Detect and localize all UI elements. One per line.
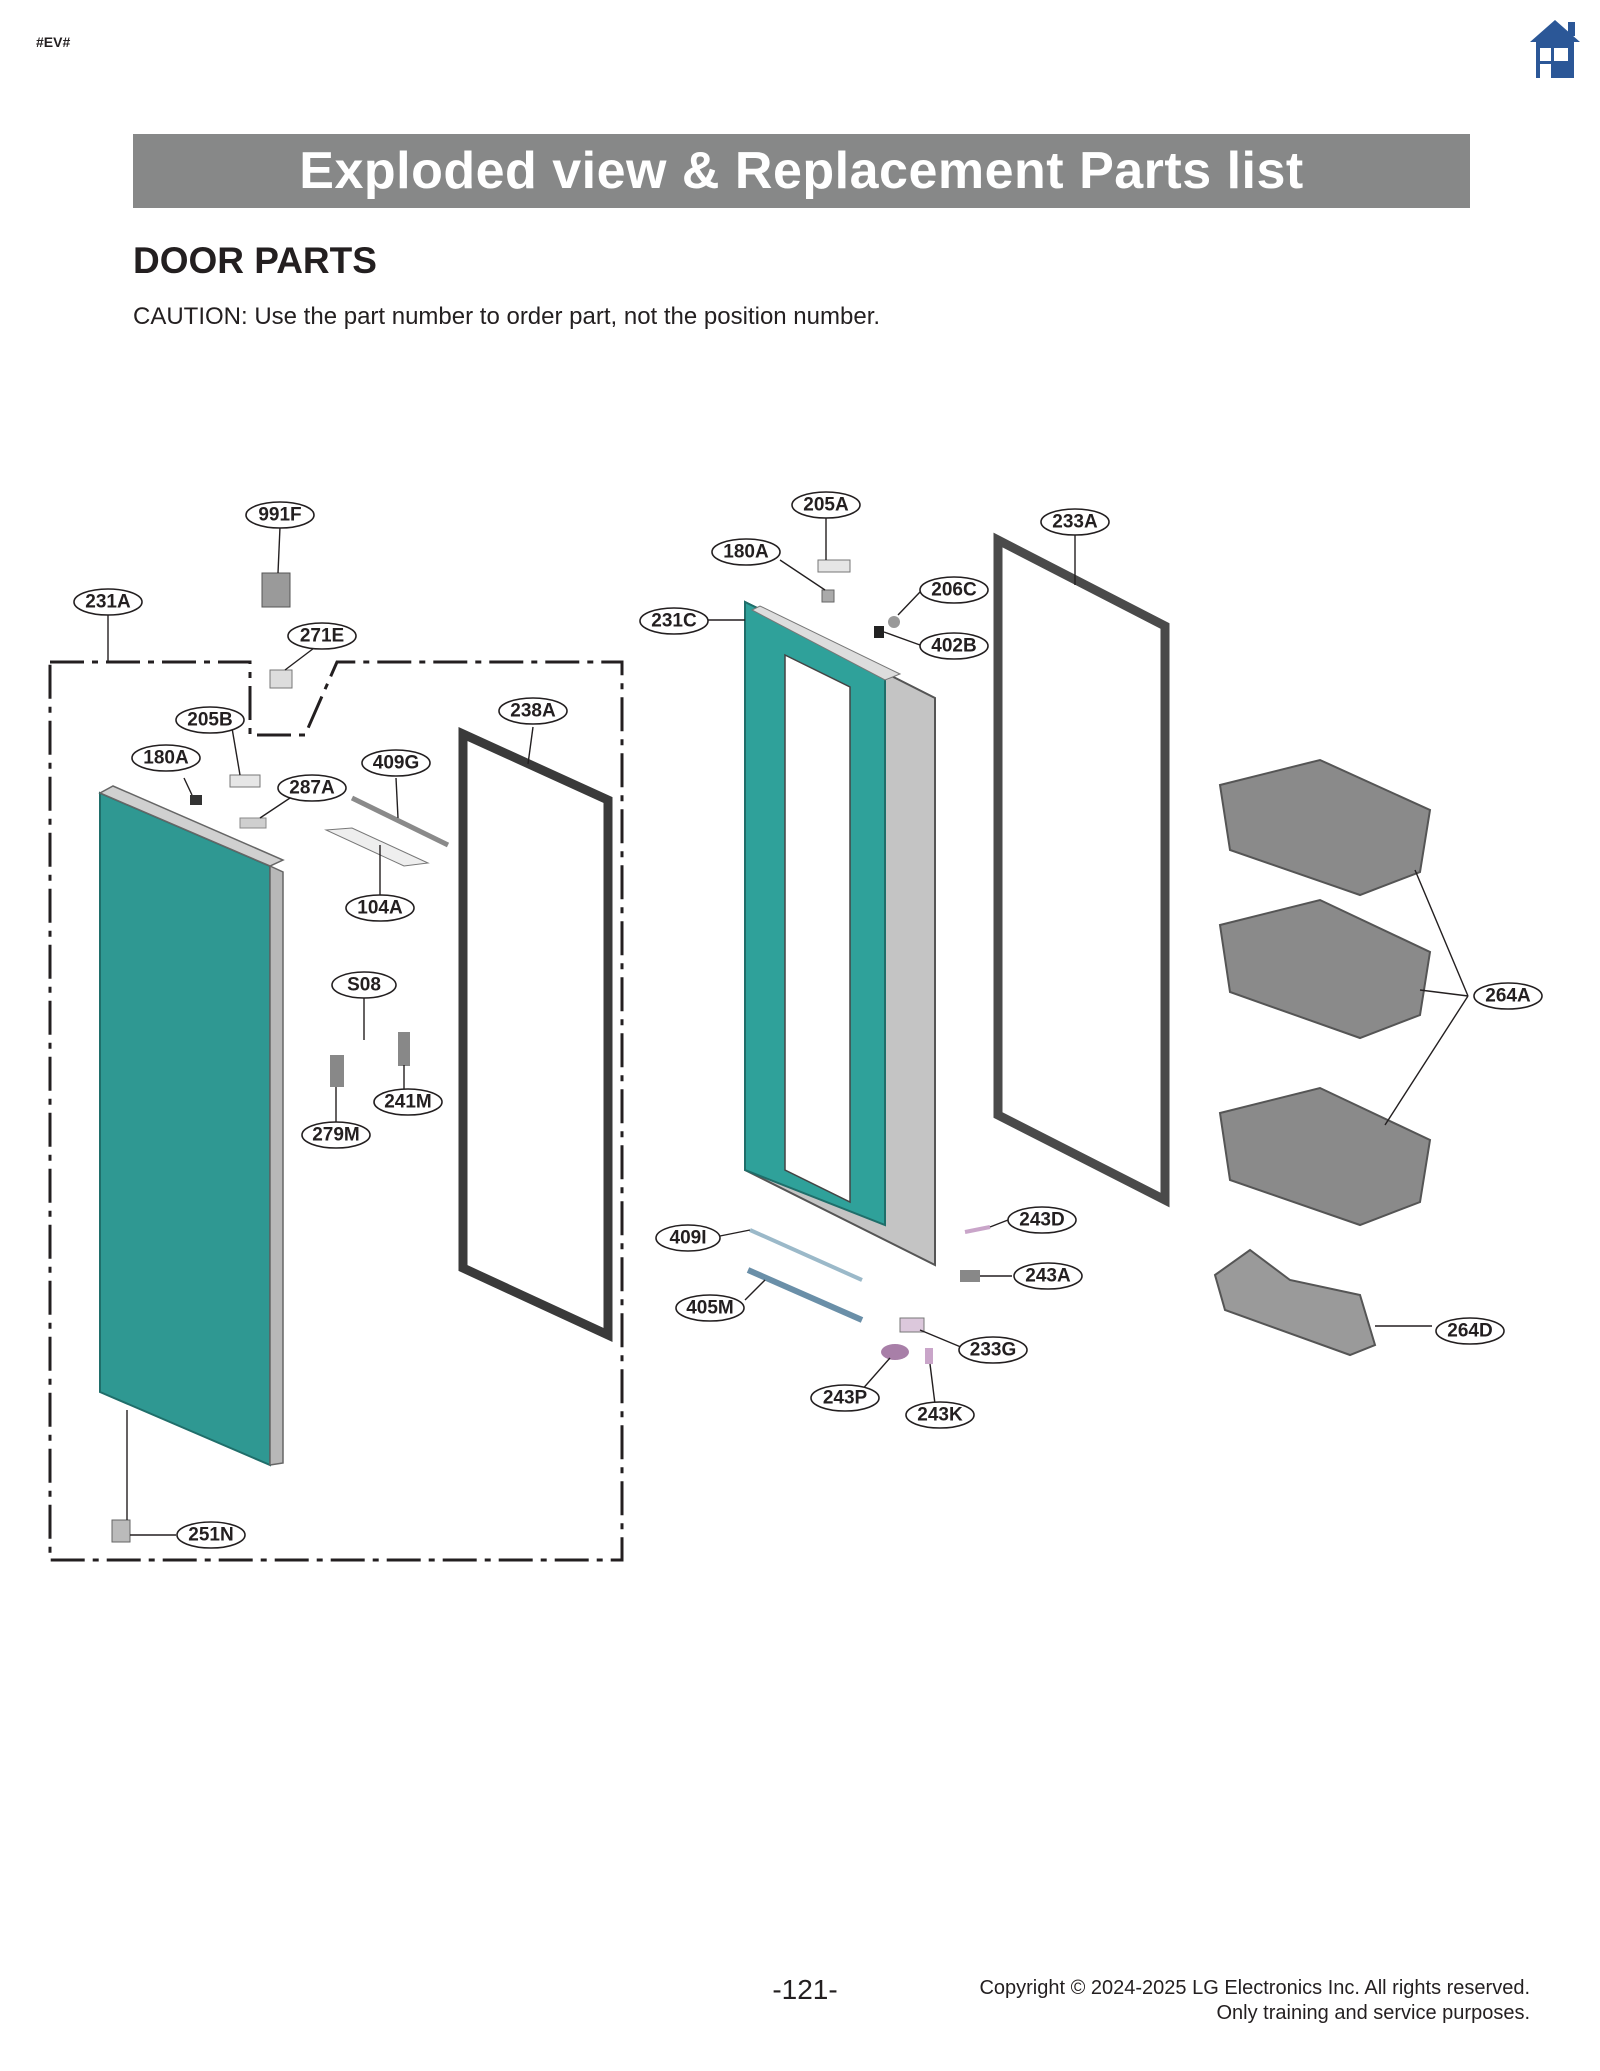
part-243a <box>960 1270 980 1282</box>
part-180a-right <box>821 589 835 603</box>
part-labels: 991F 231A 271E 205B 180A 409G 287A 238A … <box>73 491 1543 1549</box>
part-279m <box>330 1055 344 1087</box>
label-233g: 233G <box>958 1336 1028 1364</box>
label-205b: 205B <box>175 706 245 734</box>
part-label-text: 104A <box>357 898 403 919</box>
label-405m: 405M <box>675 1294 745 1322</box>
home-icon[interactable] <box>1528 18 1582 80</box>
part-243d <box>964 1225 991 1234</box>
part-label-text: 233A <box>1052 512 1098 533</box>
part-label-text: 279M <box>312 1125 360 1146</box>
part-label-text: 205B <box>187 710 232 731</box>
part-233g <box>899 1317 925 1333</box>
label-287a: 287A <box>277 774 347 802</box>
label-409i: 409I <box>655 1224 721 1252</box>
part-991f <box>261 572 291 608</box>
part-label-text: 251N <box>188 1525 233 1546</box>
label-409g: 409G <box>361 749 431 777</box>
part-label-text: 243D <box>1019 1210 1064 1231</box>
part-405m <box>746 1267 864 1323</box>
leader-lines <box>107 517 1469 1536</box>
label-180a-right: 180A <box>711 538 781 566</box>
part-label-text: 271E <box>300 626 344 647</box>
inner-door-frame-231c <box>744 600 936 1267</box>
door-bin-264d <box>1213 1248 1377 1357</box>
document-code: #EV# <box>36 34 71 50</box>
part-label-text: 243K <box>917 1405 963 1426</box>
part-label-text: 402B <box>931 636 976 657</box>
label-243k: 243K <box>905 1401 975 1429</box>
label-180a-left: 180A <box>131 744 201 772</box>
label-271e: 271E <box>287 622 357 650</box>
part-243k <box>925 1348 933 1364</box>
section-title: DOOR PARTS <box>133 240 377 281</box>
label-243p: 243P <box>810 1384 880 1412</box>
part-label-text: 180A <box>143 748 189 769</box>
part-label-text: 991F <box>258 505 301 526</box>
part-label-text: 264A <box>1485 986 1531 1007</box>
label-251n: 251N <box>176 1521 246 1549</box>
part-409g <box>350 795 450 848</box>
part-409i <box>749 1228 863 1282</box>
part-label-text: 180A <box>723 542 769 563</box>
label-241m: 241M <box>373 1088 443 1116</box>
part-label-text: 409G <box>373 753 419 774</box>
part-287a <box>239 817 267 829</box>
label-233a: 233A <box>1040 508 1110 536</box>
part-label-text: 243P <box>823 1388 868 1409</box>
door-gasket-238a <box>458 727 613 1343</box>
part-label-text: S08 <box>347 975 381 996</box>
label-279m: 279M <box>301 1121 371 1149</box>
part-label-text: 231A <box>85 592 131 613</box>
page-number: -121- <box>772 1974 838 2005</box>
label-205a: 205A <box>791 491 861 519</box>
copyright-notice: Copyright © 2024-2025 LG Electronics Inc… <box>979 1976 1530 2026</box>
part-402b <box>874 626 884 638</box>
part-label-text: 409I <box>670 1228 707 1249</box>
label-238a: 238A <box>498 697 568 725</box>
part-label-text: 206C <box>931 580 977 601</box>
label-402b: 402B <box>919 632 989 660</box>
part-label-text: 287A <box>289 778 335 799</box>
part-label-text: 233G <box>970 1340 1016 1361</box>
part-243p <box>881 1344 909 1360</box>
door-assembly-boundary <box>48 660 624 1562</box>
part-label-text: 405M <box>686 1298 734 1319</box>
part-205b <box>229 774 261 788</box>
label-206c: 206C <box>919 576 989 604</box>
label-243d: 243D <box>1007 1206 1077 1234</box>
label-264a: 264A <box>1473 982 1543 1010</box>
part-label-text: 205A <box>803 495 849 516</box>
page-banner: Exploded view & Replacement Parts list <box>133 134 1470 208</box>
door-bins-264a <box>1218 758 1432 1227</box>
part-206c <box>888 616 900 628</box>
part-180a-left <box>190 795 202 805</box>
label-104a: 104A <box>345 894 415 922</box>
part-271e <box>269 669 293 689</box>
copyright-line: Copyright © 2024-2025 LG Electronics Inc… <box>979 1977 1530 1999</box>
part-label-text: 243A <box>1025 1266 1071 1287</box>
part-label-text: 264D <box>1447 1321 1492 1342</box>
label-231c: 231C <box>639 607 709 635</box>
label-991f: 991F <box>245 501 315 529</box>
usage-note: Only training and service purposes. <box>1216 2002 1531 2024</box>
part-label-text: 231C <box>651 611 697 632</box>
label-s08: S08 <box>331 971 397 999</box>
part-label-text: 238A <box>510 701 556 722</box>
caution-text: CAUTION: Use the part number to order pa… <box>133 303 881 330</box>
part-241m <box>398 1032 410 1066</box>
label-264d: 264D <box>1435 1317 1505 1345</box>
door-gasket-233a <box>993 532 1170 1208</box>
part-104a <box>324 827 430 867</box>
exploded-view-diagram: 991F 231A 271E 205B 180A 409G 287A 238A … <box>48 491 1543 1562</box>
part-251n <box>111 1519 131 1543</box>
door-panel-part <box>98 785 285 1467</box>
part-205a <box>817 559 851 573</box>
label-243a: 243A <box>1013 1262 1083 1290</box>
label-231a: 231A <box>73 588 143 616</box>
part-label-text: 241M <box>384 1092 432 1113</box>
